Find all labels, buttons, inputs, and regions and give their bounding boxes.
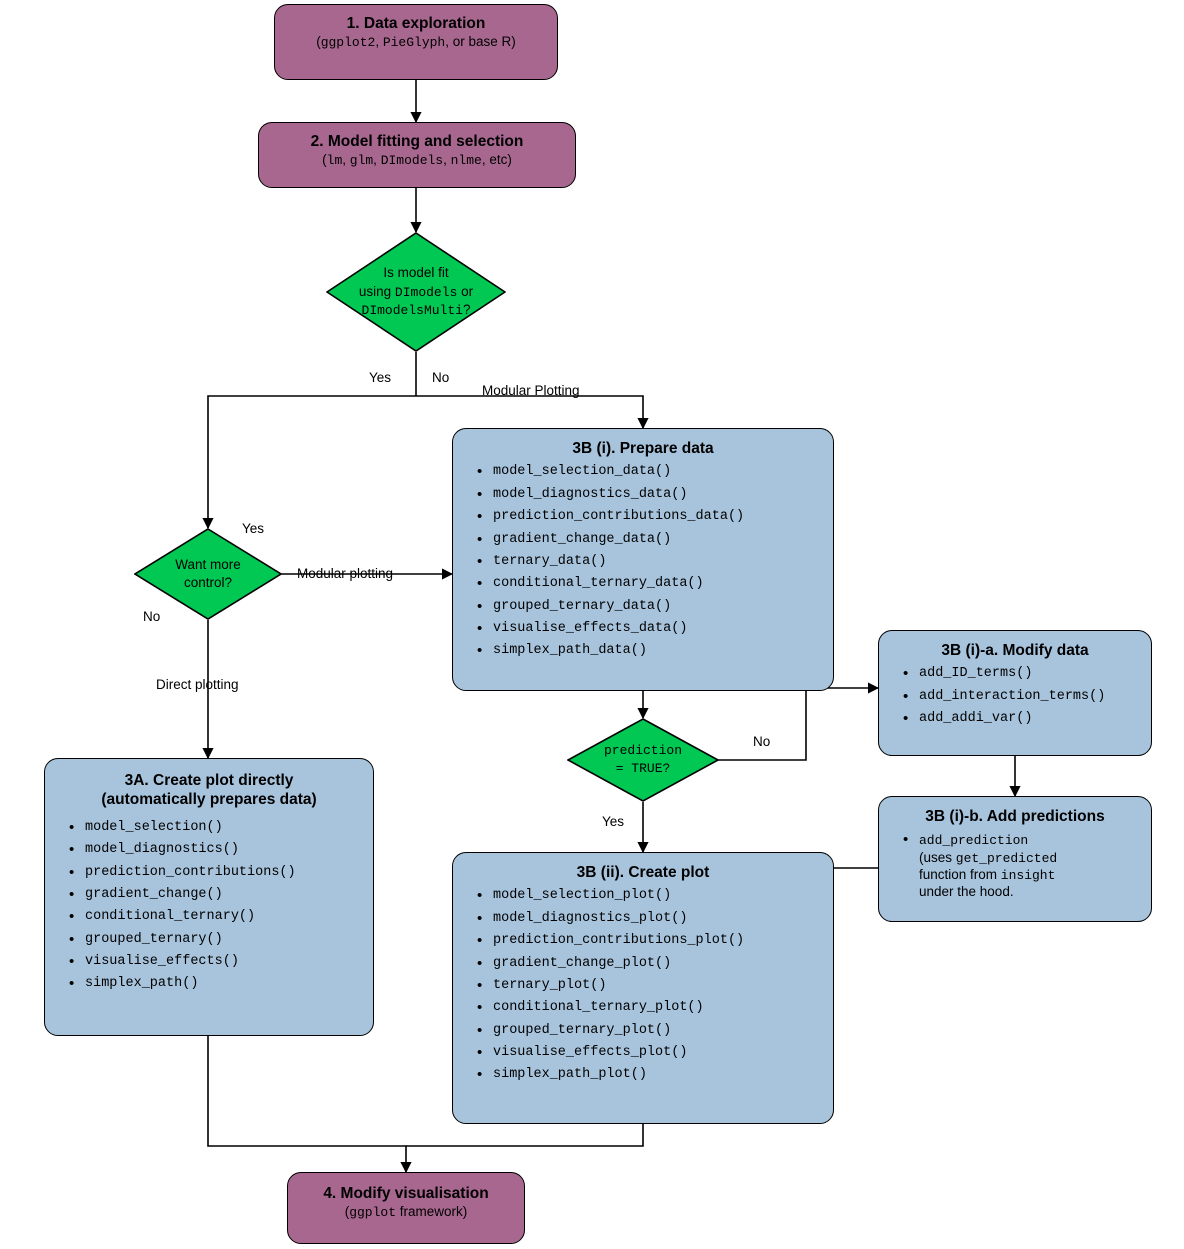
node-title: 1. Data exploration [346,15,486,32]
node-title: 3B (i)-b. Add predictions [925,808,1105,825]
node-subtitle: (ggplot2, PieGlyph, or base R) [316,34,516,51]
node-item-list: add_ID_terms() add_interaction_terms() a… [891,665,1139,729]
list-item: model_selection_data() [477,463,821,482]
diamond-shape [567,718,719,802]
diamond-shape [134,528,282,620]
node-model-fitting: 2. Model fitting and selection (lm, glm,… [258,122,576,188]
node-title-line-2: (automatically prepares data) [101,791,317,809]
list-item: simplex_path_plot() [477,1066,821,1085]
list-item: gradient_change_data() [477,531,821,550]
list-item: conditional_ternary() [69,908,361,927]
node-item-list: model_selection_data() model_diagnostics… [465,463,821,661]
list-item: ternary_data() [477,553,821,572]
list-item: visualise_effects_data() [477,620,821,639]
list-item: ternary_plot() [477,977,821,996]
edge-label-no-1: No [432,370,450,385]
list-item: visualise_effects_plot() [477,1044,821,1063]
list-item: model_selection_plot() [477,887,821,906]
list-item: grouped_ternary() [69,931,361,950]
node-subtitle: (lm, glm, DImodels, nlme, etc) [322,152,512,169]
list-item: prediction_contributions() [69,864,361,883]
list-item: add_addi_var() [903,710,1139,729]
decision-label: prediction = TRUE? [603,743,682,776]
diamond-shape [326,232,506,352]
node-item-list: add_prediction (uses get_predicted funct… [891,831,1139,901]
node-title: 2. Model fitting and selection [310,133,524,150]
node-3b-i-a-modify-data: 3B (i)-a. Modify data add_ID_terms() add… [878,630,1152,756]
list-item: simplex_path() [69,975,361,994]
decision-label: Want more control? [175,556,241,590]
node-3b-i-prepare-data: 3B (i). Prepare data model_selection_dat… [452,428,834,691]
node-3b-i-b-add-predictions: 3B (i)-b. Add predictions add_prediction… [878,796,1152,922]
list-item: visualise_effects() [69,953,361,972]
node-modify-visualisation: 4. Modify visualisation (ggplot framewor… [287,1172,525,1244]
node-title: 4. Modify visualisation [323,1185,489,1202]
list-item: conditional_ternary_data() [477,575,821,594]
node-title-line-1: 3A. Create plot directly [124,772,294,789]
list-item: prediction_contributions_data() [477,508,821,527]
node-item-list: model_selection_plot() model_diagnostics… [465,887,821,1085]
node-title: 3B (i). Prepare data [572,440,714,457]
edge-label-yes-2: Yes [242,521,265,536]
edge-label-yes-3: Yes [602,814,625,829]
list-item: gradient_change_plot() [477,955,821,974]
list-item: add_prediction (uses get_predicted funct… [903,831,1139,901]
node-title: 3B (ii). Create plot [576,864,710,881]
list-item: model_selection() [69,819,361,838]
node-3b-ii-create-plot: 3B (ii). Create plot model_selection_plo… [452,852,834,1124]
decision-model-fit-using-dimodels: Is model fit using DImodels or DImodelsM… [326,232,506,352]
node-subtitle: (ggplot framework) [344,1204,468,1221]
edge-label-modular-plotting-top: Modular Plotting [482,383,580,398]
edge-label-direct-plotting: Direct plotting [156,677,239,692]
list-item: simplex_path_data() [477,642,821,661]
decision-prediction-true: prediction = TRUE? [567,718,719,802]
node-title: 3B (i)-a. Modify data [941,642,1089,659]
list-item: model_diagnostics_data() [477,486,821,505]
node-3a-create-plot-directly: 3A. Create plot directly (automatically … [44,758,374,1036]
list-item: model_diagnostics() [69,841,361,860]
decision-want-more-control: Want more control? [134,528,282,620]
list-item: grouped_ternary_plot() [477,1022,821,1041]
edge-label-no-2: No [143,609,161,624]
decision-label: Is model fit using DImodels or DImodelsM… [358,265,474,319]
node-data-exploration: 1. Data exploration (ggplot2, PieGlyph, … [274,4,558,80]
node-item-list: model_selection() model_diagnostics() pr… [57,819,361,994]
edge-label-modular-plotting-mid: Modular plotting [297,566,394,581]
list-item: add_interaction_terms() [903,688,1139,707]
list-item: gradient_change() [69,886,361,905]
list-item: add_ID_terms() [903,665,1139,684]
edge-label-no-3: No [753,734,771,749]
list-item: conditional_ternary_plot() [477,999,821,1018]
list-item: prediction_contributions_plot() [477,932,821,951]
list-item: model_diagnostics_plot() [477,910,821,929]
list-item: grouped_ternary_data() [477,598,821,617]
edge-label-yes-1: Yes [369,370,392,385]
